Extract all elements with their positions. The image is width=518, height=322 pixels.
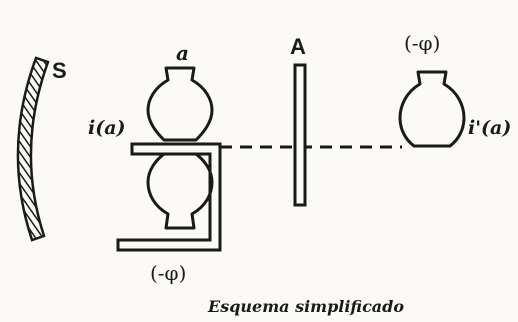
screen-plate <box>293 63 307 207</box>
image-vase-right <box>398 70 466 148</box>
image-right-label: i'(a) <box>468 117 511 139</box>
caption: Esquema simplificado <box>207 297 404 316</box>
phase-top-label: (-φ) <box>404 31 440 55</box>
source-label: S <box>52 58 67 83</box>
mirror-bracket <box>116 142 222 252</box>
image-left-label: i(a) <box>88 117 126 139</box>
source-arc <box>16 56 50 242</box>
screen-label: A <box>290 34 306 59</box>
object-vase <box>146 66 214 142</box>
phase-bottom-label: (-φ) <box>150 261 186 285</box>
object-label: a <box>176 41 189 65</box>
inverted-vase <box>146 152 214 230</box>
